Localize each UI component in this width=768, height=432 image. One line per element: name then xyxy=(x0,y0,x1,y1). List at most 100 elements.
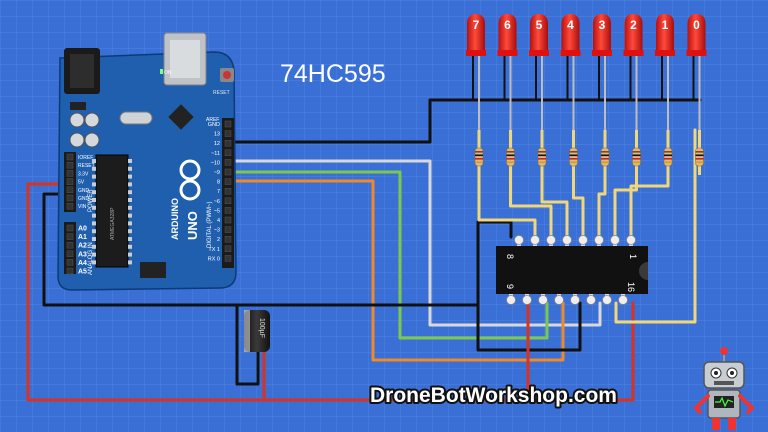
digital-pin-label-5: ~9 xyxy=(214,170,220,176)
wire-q4 xyxy=(572,175,585,236)
analog-pin-3 xyxy=(66,250,74,258)
power-pin-label-6: VIN xyxy=(78,204,87,210)
chip-bottom-pin-6 xyxy=(602,295,612,305)
resistor-band-1-0 xyxy=(506,151,515,153)
brand-label: ARDUINO xyxy=(170,198,180,240)
led-rim-5 xyxy=(623,50,644,56)
mcu-pin-left-11 xyxy=(92,244,96,249)
mcu-pin-left-6 xyxy=(92,205,96,210)
wire-green-pin11 xyxy=(226,170,549,340)
mcu-pin-right-10 xyxy=(128,237,132,241)
power-pin-2 xyxy=(66,170,74,177)
resistor-6 xyxy=(663,147,673,167)
led-body-2 xyxy=(530,14,548,52)
mcu-pin-left-2 xyxy=(92,174,96,179)
digital-pin-label-1: 13 xyxy=(214,132,220,138)
mcu-pin-right-11 xyxy=(128,244,132,249)
wire-5v xyxy=(26,182,635,402)
digital-pin-label-9: ~5 xyxy=(214,208,220,214)
analog-pin-1 xyxy=(66,233,74,240)
led-label-1: 6 xyxy=(504,18,511,32)
digital-pin-0 xyxy=(224,120,232,128)
resistor-band-2-2 xyxy=(538,158,546,160)
digital-label: DIGITAL (PWM~) xyxy=(207,201,213,248)
mcu-label: ATMEGA328P xyxy=(110,207,116,240)
chip-bottom-pin-0 xyxy=(506,295,516,305)
analog-pin-4 xyxy=(66,259,74,266)
led-label-2: 5 xyxy=(536,18,543,32)
resistor-band-6-0 xyxy=(664,151,672,153)
digital-pin-label-11: ~3 xyxy=(214,228,220,234)
mcu-pin-left-7 xyxy=(92,213,96,218)
resistor-1 xyxy=(506,147,515,167)
digital-pin-label-14: RX 0 xyxy=(208,256,220,262)
resistor-band-3-2 xyxy=(569,158,578,160)
mcu-pin-right-9 xyxy=(128,229,132,234)
power-pin-6 xyxy=(66,202,74,210)
digital-pin-label-10: 4 xyxy=(217,218,220,224)
power-pin-label-3: 5V xyxy=(78,180,85,186)
power-pin-label-2: 3.3V xyxy=(78,171,89,177)
model-label: UNO xyxy=(185,211,200,240)
analog-pin-label-1: A1 xyxy=(78,234,87,241)
resistor-band-3-3 xyxy=(569,161,578,164)
power-pin-label-4: GND xyxy=(78,188,90,194)
resistor-band-6-1 xyxy=(664,154,672,157)
resistor-band-5-2 xyxy=(632,158,641,160)
resistor-band-3-1 xyxy=(569,154,578,157)
mcu-pin-right-3 xyxy=(128,182,132,187)
chip-top-pin-2 xyxy=(546,235,556,245)
resistor-band-6-3 xyxy=(664,161,672,164)
capacitor-label: 100µF xyxy=(258,318,265,338)
power-pin-label-0: IOREF xyxy=(78,155,93,161)
board-capacitor-2 xyxy=(84,112,100,128)
led-body-6 xyxy=(656,14,674,52)
mcu-pin-right-12 xyxy=(128,252,132,257)
aref-label: AREF xyxy=(206,117,219,123)
on-led xyxy=(160,69,163,74)
mcu-pin-right-1 xyxy=(128,166,132,171)
chip-bottom-pin-1 xyxy=(522,295,532,305)
resistor-4 xyxy=(600,147,610,167)
digital-pin-6 xyxy=(224,178,232,185)
led-rim-0 xyxy=(466,50,486,56)
led-rim-1 xyxy=(497,50,518,56)
digital-pin-label-7: 7 xyxy=(217,189,220,195)
digital-pin-8 xyxy=(224,197,232,205)
chip-top-pin-3 xyxy=(562,235,572,245)
wire-q2 xyxy=(613,175,638,236)
mcu-pin-left-8 xyxy=(92,221,96,226)
wire-gnd-capacitor xyxy=(235,303,260,386)
shift-register-74hc595: 8 9 1 16 xyxy=(496,235,648,305)
led-3: 4 xyxy=(560,14,581,56)
digital-pin-label-6: 8 xyxy=(217,180,220,186)
led-rim-6 xyxy=(655,50,675,56)
resistor-0 xyxy=(474,147,484,167)
power-pin-label-1: RESET xyxy=(78,163,95,169)
resistor-7 xyxy=(695,147,704,167)
mcu-pin-left-3 xyxy=(92,182,96,187)
on-label: ON xyxy=(164,70,172,76)
chip-top-pin-4 xyxy=(578,235,588,245)
led-label-5: 2 xyxy=(630,18,637,32)
led-rim-3 xyxy=(560,50,581,56)
wire-white-pin12 xyxy=(226,159,602,327)
led-label-3: 4 xyxy=(567,18,574,32)
chip-top-pin-7 xyxy=(626,235,636,245)
digital-pin-14 xyxy=(224,255,232,262)
resistor-2 xyxy=(537,147,547,167)
digital-pin-9 xyxy=(224,207,232,214)
power-pin-label-5: GND xyxy=(78,196,90,202)
digital-pin-label-3: ~11 xyxy=(211,151,220,157)
resistor-band-6-2 xyxy=(664,158,672,160)
mcu-pin-right-6 xyxy=(128,205,132,210)
arduino-logo-icon xyxy=(179,159,201,181)
electrolytic-capacitor: 100µF xyxy=(244,310,270,352)
analog-pin-label-4: A4 xyxy=(78,260,87,267)
led-1: 6 xyxy=(497,14,518,56)
mcu-pin-left-5 xyxy=(92,198,96,202)
led-body-1 xyxy=(498,14,517,52)
chip-bottom-pin-3 xyxy=(554,295,564,305)
digital-pin-11 xyxy=(224,226,232,233)
resistor-band-0-3 xyxy=(475,161,483,164)
